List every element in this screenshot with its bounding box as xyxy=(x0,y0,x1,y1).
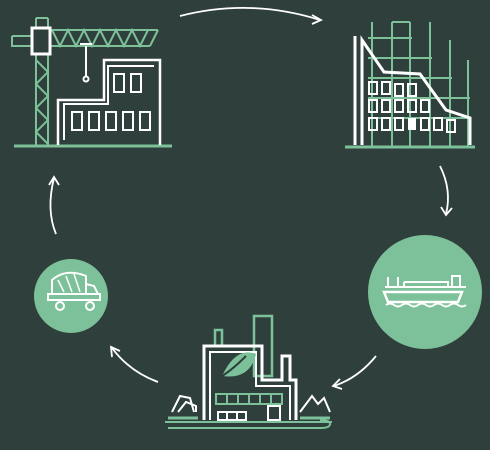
cargo-ship-icon xyxy=(368,235,482,349)
cycle-arrow-right xyxy=(439,165,453,217)
cycle-arrow-left xyxy=(48,175,60,235)
construction-crane-icon xyxy=(11,17,172,148)
cycle-arrow-bottom-left xyxy=(109,345,159,383)
cycle-arrow-top xyxy=(179,7,324,25)
cycle-arrow-bottom-right xyxy=(331,355,377,390)
green-factory-icon xyxy=(165,314,332,429)
demolished-building-icon xyxy=(345,21,475,149)
concrete-mixer-truck-icon xyxy=(34,259,108,333)
